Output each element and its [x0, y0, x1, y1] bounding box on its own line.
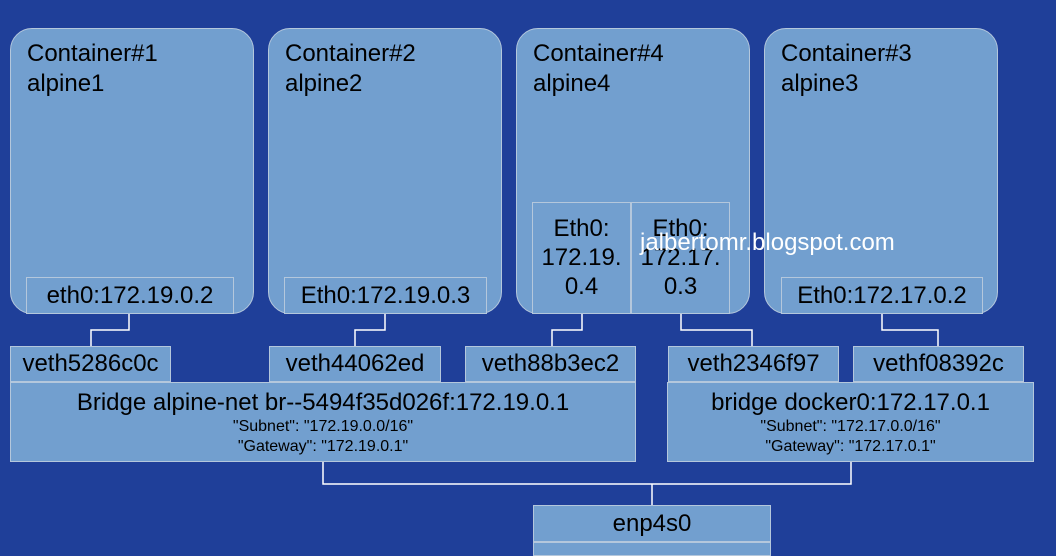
- bridge-docker0: bridge docker0:172.17.0.1 "Subnet": "172…: [667, 382, 1034, 462]
- wire-bridges-enp: [322, 462, 852, 485]
- wire-c1-veth1: [90, 314, 130, 346]
- bridge-alpine-net-subnet: "Subnet": "172.19.0.0/16": [232, 418, 414, 435]
- eth-b-line1: Eth0:: [652, 215, 709, 242]
- container-3: Container#3 alpine3: [764, 28, 998, 314]
- container-4-eth0-b: Eth0: 172.17. 0.3: [631, 202, 730, 314]
- container-2-title: Container#2 alpine2: [285, 39, 416, 99]
- blog-watermark: jalbertomr.blogspot.com: [640, 229, 895, 256]
- bridge-alpine-net-title: Bridge alpine-net br--5494f35d026f:172.1…: [76, 389, 570, 416]
- wire-c4b-veth4: [680, 314, 753, 346]
- container-2-label: Container#2: [285, 40, 416, 67]
- container-4-eth0-a: Eth0: 172.19. 0.4: [532, 202, 631, 314]
- bridge-alpine-net: Bridge alpine-net br--5494f35d026f:172.1…: [10, 382, 636, 462]
- bridge-alpine-net-gateway: "Gateway": "172.19.0.1": [237, 438, 409, 455]
- eth-b-line3: 0.3: [663, 273, 698, 300]
- container-2-name: alpine2: [285, 70, 363, 97]
- wire-c3-veth5: [881, 314, 939, 346]
- container-1-label: Container#1: [27, 40, 158, 67]
- bridge-docker0-title: bridge docker0:172.17.0.1: [711, 389, 990, 416]
- container-3-title: Container#3 alpine3: [781, 39, 912, 99]
- eth-a-line2: 172.19.: [541, 244, 622, 271]
- veth-5: vethf08392c: [853, 346, 1024, 382]
- container-1-title: Container#1 alpine1: [27, 39, 158, 99]
- container-2: Container#2 alpine2: [268, 28, 502, 314]
- container-4-title: Container#4 alpine4: [533, 39, 664, 99]
- container-3-label: Container#3: [781, 40, 912, 67]
- eth-a-line1: Eth0:: [553, 215, 610, 242]
- veth-2: veth44062ed: [269, 346, 441, 382]
- container-3-name: alpine3: [781, 70, 859, 97]
- container-4-label: Container#4: [533, 40, 664, 67]
- host-interface-enp4s0: enp4s0: [533, 505, 771, 542]
- bridge-docker0-subnet: "Subnet": "172.17.0.0/16": [760, 418, 941, 435]
- eth-b-line2: 172.17.: [640, 244, 721, 271]
- wire-c4a-veth3: [551, 314, 583, 346]
- container-2-eth0: Eth0:172.19.0.3: [284, 277, 487, 314]
- container-4-name: alpine4: [533, 70, 611, 97]
- bridge-docker0-gateway: "Gateway": "172.17.0.1": [765, 438, 936, 455]
- wire-c2-veth2: [354, 314, 386, 346]
- container-3-eth0: Eth0:172.17.0.2: [781, 277, 983, 314]
- veth-4: veth2346f97: [668, 346, 839, 382]
- veth-1: veth5286c0c: [10, 346, 171, 382]
- container-1-eth0: eth0:172.19.0.2: [26, 277, 234, 314]
- container-1-name: alpine1: [27, 70, 105, 97]
- container-1: Container#1 alpine1: [10, 28, 254, 314]
- veth-3: veth88b3ec2: [465, 346, 636, 382]
- eth-a-line3: 0.4: [564, 273, 599, 300]
